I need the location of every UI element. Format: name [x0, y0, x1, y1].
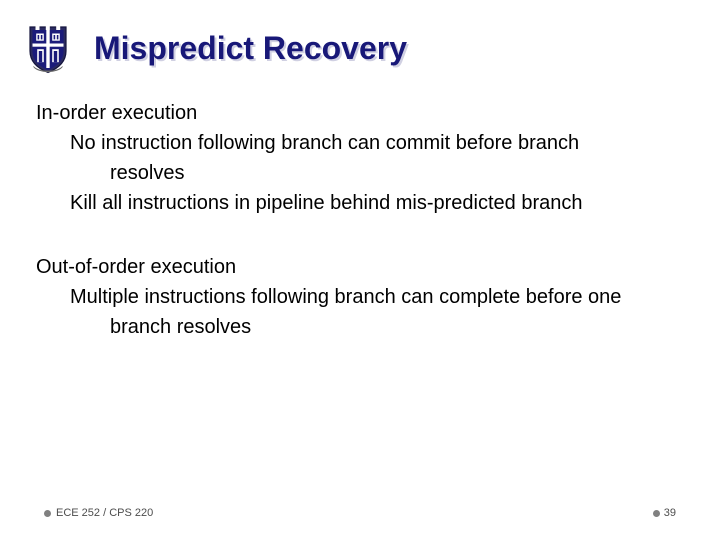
bullet-item: Multiple instructions following branch c… [70, 286, 627, 338]
bullet-dot-icon [652, 510, 660, 517]
page-number-value: 39 [663, 507, 676, 519]
bullet-item: Out-of-order execution [36, 256, 237, 278]
course-name: ECE 252 / CPS 220 [56, 507, 154, 519]
bullet-item: In-order execution [36, 102, 198, 124]
duke-shield-icon [27, 21, 69, 75]
bullet-group: Out-of-order execution Multiple instruct… [0, 252, 720, 342]
bullet-group: In-order execution No instruction follow… [0, 98, 720, 218]
footer-page-number: 39 [652, 507, 676, 520]
bullet-item: No instruction following branch can comm… [70, 132, 585, 184]
bullet-item: Kill all instructions in pipeline behind… [70, 192, 583, 214]
bullet-dot-icon [44, 510, 51, 517]
slide-footer: ECE 252 / CPS 220 39 [0, 500, 720, 540]
slide-header: Mispredict Recovery [0, 0, 720, 92]
page-title: Mispredict Recovery [94, 30, 408, 66]
slide-content: In-order execution No instruction follow… [0, 94, 720, 474]
footer-course-label: ECE 252 / CPS 220 [44, 507, 153, 520]
